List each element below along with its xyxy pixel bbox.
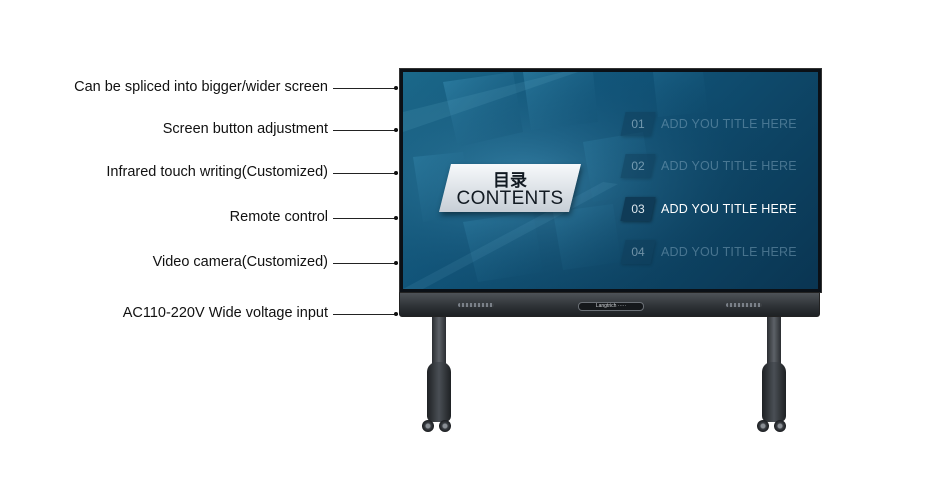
leader-line xyxy=(333,88,398,89)
menu-title: ADD YOU TITLE HERE xyxy=(661,202,797,216)
annotation-label: Can be spliced into bigger/wider screen xyxy=(74,79,328,95)
annotation-label: Infrared touch writing(Customized) xyxy=(106,164,328,180)
leader-dot xyxy=(394,128,398,132)
caster-wheel xyxy=(774,420,786,432)
bottom-bezel: Langtrich ····· xyxy=(399,292,820,317)
menu-number: 04 xyxy=(631,245,645,259)
menu-title: ADD YOU TITLE HERE xyxy=(661,159,797,173)
leader-line xyxy=(333,218,398,219)
display-monitor: 目录 CONTENTS 01 ADD YOU TITLE HERE 02 ADD… xyxy=(399,68,822,293)
menu-number: 01 xyxy=(631,117,645,131)
leader-dot xyxy=(394,312,398,316)
menu-title: ADD YOU TITLE HERE xyxy=(661,245,797,259)
leader-line xyxy=(333,314,398,315)
leader-line xyxy=(333,173,398,174)
annotation-label: AC110-220V Wide voltage input xyxy=(122,305,328,321)
menu-title: ADD YOU TITLE HERE xyxy=(661,117,797,131)
leader-dot xyxy=(394,261,398,265)
display-screen: 目录 CONTENTS 01 ADD YOU TITLE HERE 02 ADD… xyxy=(403,72,818,289)
leader-dot xyxy=(394,171,398,175)
annotation-label: Remote control xyxy=(229,209,328,225)
menu-number: 03 xyxy=(631,202,645,216)
leader-dot xyxy=(394,86,398,90)
caster-wheel xyxy=(422,420,434,432)
contents-title-chinese: 目录 xyxy=(493,171,527,191)
stand-foot-right xyxy=(762,362,786,422)
annotation-label: Video camera(Customized) xyxy=(152,254,328,270)
stand-foot-left xyxy=(427,362,451,422)
caster-wheel xyxy=(439,420,451,432)
speaker-grille-right xyxy=(726,303,762,307)
caster-wheel xyxy=(757,420,769,432)
leader-line xyxy=(333,130,398,131)
leader-dot xyxy=(394,216,398,220)
leader-line xyxy=(333,263,398,264)
speaker-grille-left xyxy=(458,303,494,307)
menu-number: 02 xyxy=(631,159,645,173)
brand-logo: Langtrich ····· xyxy=(578,302,644,311)
contents-title-english: CONTENTS xyxy=(456,188,564,209)
annotation-label: Screen button adjustment xyxy=(162,121,328,137)
